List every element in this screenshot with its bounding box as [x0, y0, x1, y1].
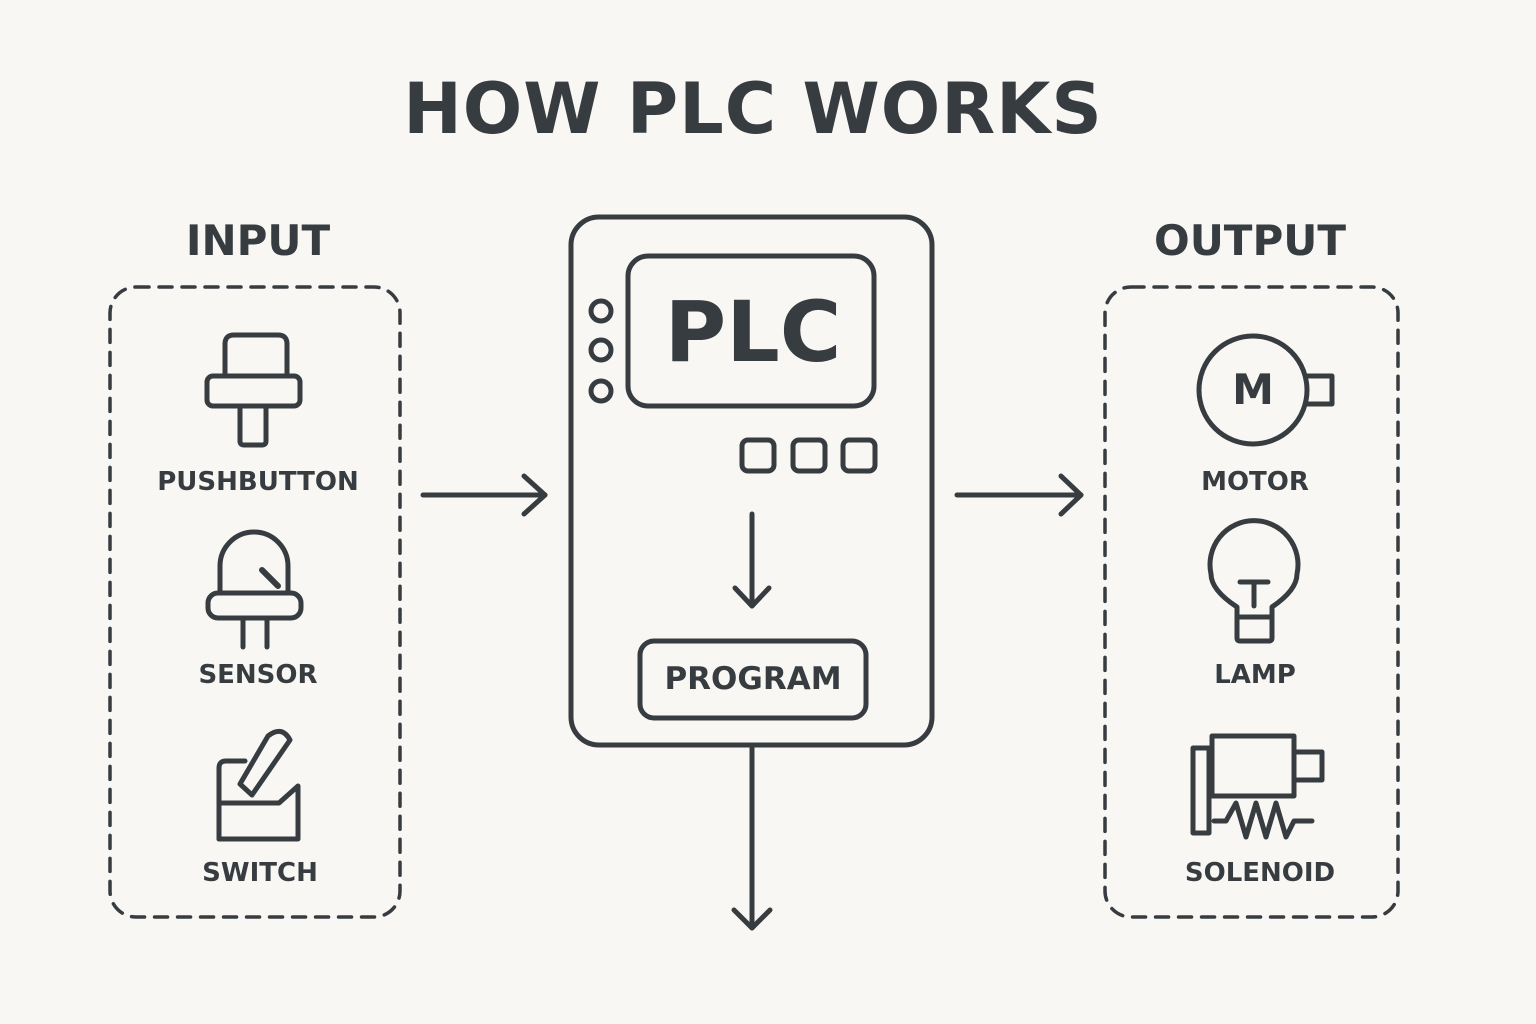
solenoid-label: SOLENOID: [1184, 858, 1336, 888]
input-group-box: [108, 285, 402, 919]
switch-icon: [216, 728, 301, 842]
plc-label: PLC: [664, 283, 842, 381]
status-led-icon: [588, 378, 614, 404]
switch-label: SWITCH: [202, 858, 318, 888]
lamp-icon: [1207, 518, 1301, 644]
panel-button-icon: [840, 437, 878, 474]
sensor-label: SENSOR: [198, 660, 318, 690]
plc-to-output-arrow: [954, 473, 1084, 517]
panel-button-icon: [790, 437, 828, 474]
motor-symbol: M: [1232, 365, 1274, 414]
output-group-box: [1103, 285, 1400, 919]
plc-display: [625, 253, 877, 409]
input-heading: INPUT: [185, 216, 331, 265]
solenoid-icon: [1190, 733, 1325, 840]
lamp-label: LAMP: [1214, 660, 1296, 690]
status-led-icon: [588, 337, 614, 363]
motor-label: MOTOR: [1201, 467, 1309, 497]
program-label: PROGRAM: [664, 661, 842, 697]
pushbutton-icon: [204, 332, 303, 448]
status-led-icon: [588, 298, 614, 324]
panel-buttons: [739, 437, 878, 474]
motor-icon: [1196, 333, 1335, 447]
sensor-icon: [205, 529, 304, 650]
output-heading: OUTPUT: [1154, 216, 1346, 265]
panel-button-icon: [739, 437, 777, 474]
plc-down-arrow: [731, 745, 773, 931]
status-leds: [588, 298, 614, 404]
plc-unit: [568, 214, 935, 748]
program-box: [637, 638, 869, 721]
pushbutton-label: PUSHBUTTON: [157, 467, 359, 497]
input-to-plc-arrow: [420, 473, 548, 517]
internal-arrow: [732, 511, 772, 609]
page-title: HOW PLC WORKS: [403, 68, 1103, 150]
